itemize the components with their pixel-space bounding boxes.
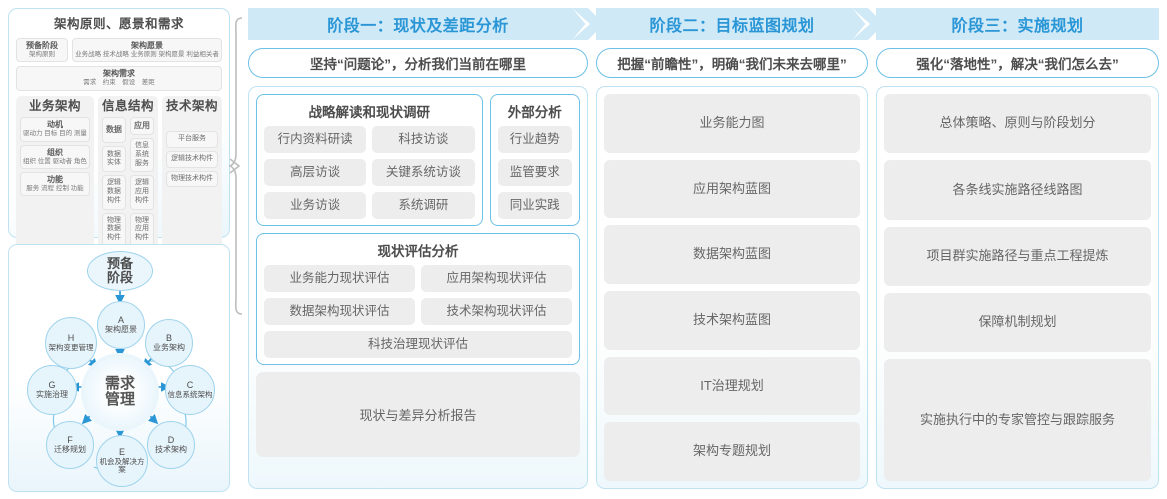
list-item[interactable]: 科技治理现状评估 xyxy=(264,331,572,358)
list-item[interactable]: 关键系统访谈 xyxy=(372,159,475,186)
gap-analysis-report[interactable]: 现状与差异分析报告 xyxy=(256,372,580,457)
ta-item: 平台服务 xyxy=(165,131,219,148)
phase-2-header: 阶段二：目标蓝图规划 xyxy=(596,8,884,40)
list-item[interactable]: 各条线实施路径线路图 xyxy=(884,160,1151,220)
card-strategy-research: 战略解读和现状调研 行内资料研读 科技访谈 高层访谈 关键系统访谈 业务访谈 系 xyxy=(256,94,483,226)
left-panel: 架构原则、愿景和需求 预备阶段 架构原则 架构愿景 业务战略 技术战略 业务原则… xyxy=(8,8,230,492)
list-item[interactable]: 架构专题规划 xyxy=(604,422,860,482)
wheel-node-h: H 架构变更管理 xyxy=(45,317,97,369)
phase-1-subtitle: 坚持“问题论”，分析我们当前在哪里 xyxy=(248,48,588,78)
phase-3-header: 阶段三：实施规划 xyxy=(876,8,1159,40)
phase-1-header: 阶段一：现状及差距分析 xyxy=(248,8,604,40)
ta-item: 逻辑技术构件 xyxy=(165,150,219,168)
list-item[interactable]: 保障机制规划 xyxy=(884,293,1151,353)
list-item[interactable]: 应用架构现状评估 xyxy=(421,265,572,292)
list-item[interactable]: 高层访谈 xyxy=(264,159,367,186)
is-app-item: 物理应用构件 xyxy=(129,212,154,247)
list-item[interactable]: 技术架构现状评估 xyxy=(421,298,572,325)
is-app-item: 信息系统服务 xyxy=(129,138,154,173)
architecture-vision-cell: 架构愿景 业务战略 技术战略 业务原则 架构愿景 利益相关者 xyxy=(72,37,222,63)
phase-3-subtitle: 强化“落地性”，解决“我们怎么去” xyxy=(876,48,1159,78)
adm-cycle-box: 预备阶段 需求管理 A 架构愿景 B 业务架构 C 信息系统架构 D 技术架构 xyxy=(8,244,230,492)
is-data-head: 数据 xyxy=(101,117,126,144)
ba-item: 功能 服务 流程 控制 功能 xyxy=(20,172,90,197)
list-item[interactable]: 数据架构蓝图 xyxy=(604,225,860,285)
list-item[interactable]: 项目群实施路径与重点工程提炼 xyxy=(884,226,1151,287)
brace-connector xyxy=(228,17,243,315)
wheel-node-g: G 实施治理 xyxy=(27,365,77,415)
list-item[interactable]: 同业实践 xyxy=(497,192,572,219)
list-item[interactable]: 系统调研 xyxy=(372,192,475,219)
list-item[interactable]: 业务访谈 xyxy=(264,192,367,219)
list-item[interactable]: 业务能力图 xyxy=(604,94,860,153)
phase-3-column: 阶段三：实施规划 强化“落地性”，解决“我们怎么去” 总体策略、原则与阶段划分 … xyxy=(876,8,1159,489)
ba-item: 组织 组织 位置 驱动者 角色 xyxy=(20,144,90,169)
list-item[interactable]: 行内资料研读 xyxy=(264,126,367,153)
is-app-head: 应用 xyxy=(129,117,154,136)
technology-architecture-group: 技术架构 平台服务 逻辑技术构件 物理技术构件 xyxy=(161,95,223,250)
wheel-node-center: 需求管理 xyxy=(81,353,159,431)
phase-2-column: 阶段二：目标蓝图规划 把握“前瞻性”，明确“我们未来去哪里” 业务能力图 应用架… xyxy=(596,8,884,489)
togaf-header: 架构原则、愿景和需求 xyxy=(53,17,184,31)
togaf-framework-box: 架构原则、愿景和需求 预备阶段 架构原则 架构愿景 业务战略 技术战略 业务原则… xyxy=(8,8,230,296)
wheel-node-d: D 技术架构 xyxy=(147,421,195,469)
list-item[interactable]: 实施执行中的专家管控与跟踪服务 xyxy=(884,359,1151,482)
chevron-right-icon xyxy=(572,8,590,40)
list-item[interactable]: 监管要求 xyxy=(497,159,572,186)
wheel-node-e: E 机会及解决方案 xyxy=(96,435,148,487)
phase-2-subtitle: 把握“前瞻性”，明确“我们未来去哪里” xyxy=(596,48,868,78)
is-data-item: 数据实体 xyxy=(101,146,126,173)
list-item[interactable]: 科技访谈 xyxy=(372,126,475,153)
phase-1-column: 阶段一：现状及差距分析 坚持“问题论”，分析我们当前在哪里 战略解读和现状调研 … xyxy=(248,8,604,489)
chevron-right-icon xyxy=(852,8,870,40)
adm-wheel: 预备阶段 需求管理 A 架构愿景 B 业务架构 C 信息系统架构 D 技术架构 xyxy=(9,245,231,493)
is-app-item: 逻辑应用构件 xyxy=(129,175,154,210)
ta-item: 物理技术构件 xyxy=(165,170,219,188)
architecture-requirements-cell: 架构需求 需求 约束 假设 差距 xyxy=(16,66,222,91)
wheel-node-b: B 业务架构 xyxy=(145,319,193,367)
list-item[interactable]: 业务能力现状评估 xyxy=(264,265,415,292)
wheel-node-a: A 架构愿景 xyxy=(97,301,145,349)
list-item[interactable]: 应用架构蓝图 xyxy=(604,159,860,219)
ba-item: 动机 驱动力 目标 目的 测量 xyxy=(20,117,90,142)
card-external-analysis: 外部分析 行业趋势 监管要求 同业实践 xyxy=(489,94,580,226)
phase-2-body: 业务能力图 应用架构蓝图 数据架构蓝图 技术架构蓝图 IT治理规划 架构专题规划 xyxy=(596,86,868,489)
is-data-item: 物理数据构件 xyxy=(101,212,126,247)
wheel-node-prep: 预备阶段 xyxy=(87,251,153,291)
information-structure-group: 信息结构 数据 数据实体 逻辑数据构件 物理数据构件 应用 信息系统服务 逻辑应… xyxy=(97,95,158,250)
is-data-item: 逻辑数据构件 xyxy=(101,175,126,210)
wheel-node-f: F 迁移规划 xyxy=(46,421,94,469)
list-item[interactable]: IT治理规划 xyxy=(604,356,860,416)
wheel-node-c: C 信息系统架构 xyxy=(165,365,215,415)
list-item[interactable]: 行业趋势 xyxy=(497,126,572,153)
business-architecture-group: 业务架构 动机 驱动力 目标 目的 测量 组织 组织 位置 驱动者 角色 功能 xyxy=(16,95,94,250)
list-item[interactable]: 数据架构现状评估 xyxy=(264,298,415,325)
card-current-state-assessment: 现状评估分析 业务能力现状评估 应用架构现状评估 数据架构现状评估 技术架构现状… xyxy=(256,233,580,365)
prep-stage-cell: 预备阶段 架构原则 xyxy=(16,37,68,63)
phase-1-body: 战略解读和现状调研 行内资料研读 科技访谈 高层访谈 关键系统访谈 业务访谈 系 xyxy=(248,86,588,489)
phase-3-body: 总体策略、原则与阶段划分 各条线实施路径线路图 项目群实施路径与重点工程提炼 保… xyxy=(876,86,1159,489)
list-item[interactable]: 技术架构蓝图 xyxy=(604,291,860,350)
list-item[interactable]: 总体策略、原则与阶段划分 xyxy=(884,94,1151,154)
